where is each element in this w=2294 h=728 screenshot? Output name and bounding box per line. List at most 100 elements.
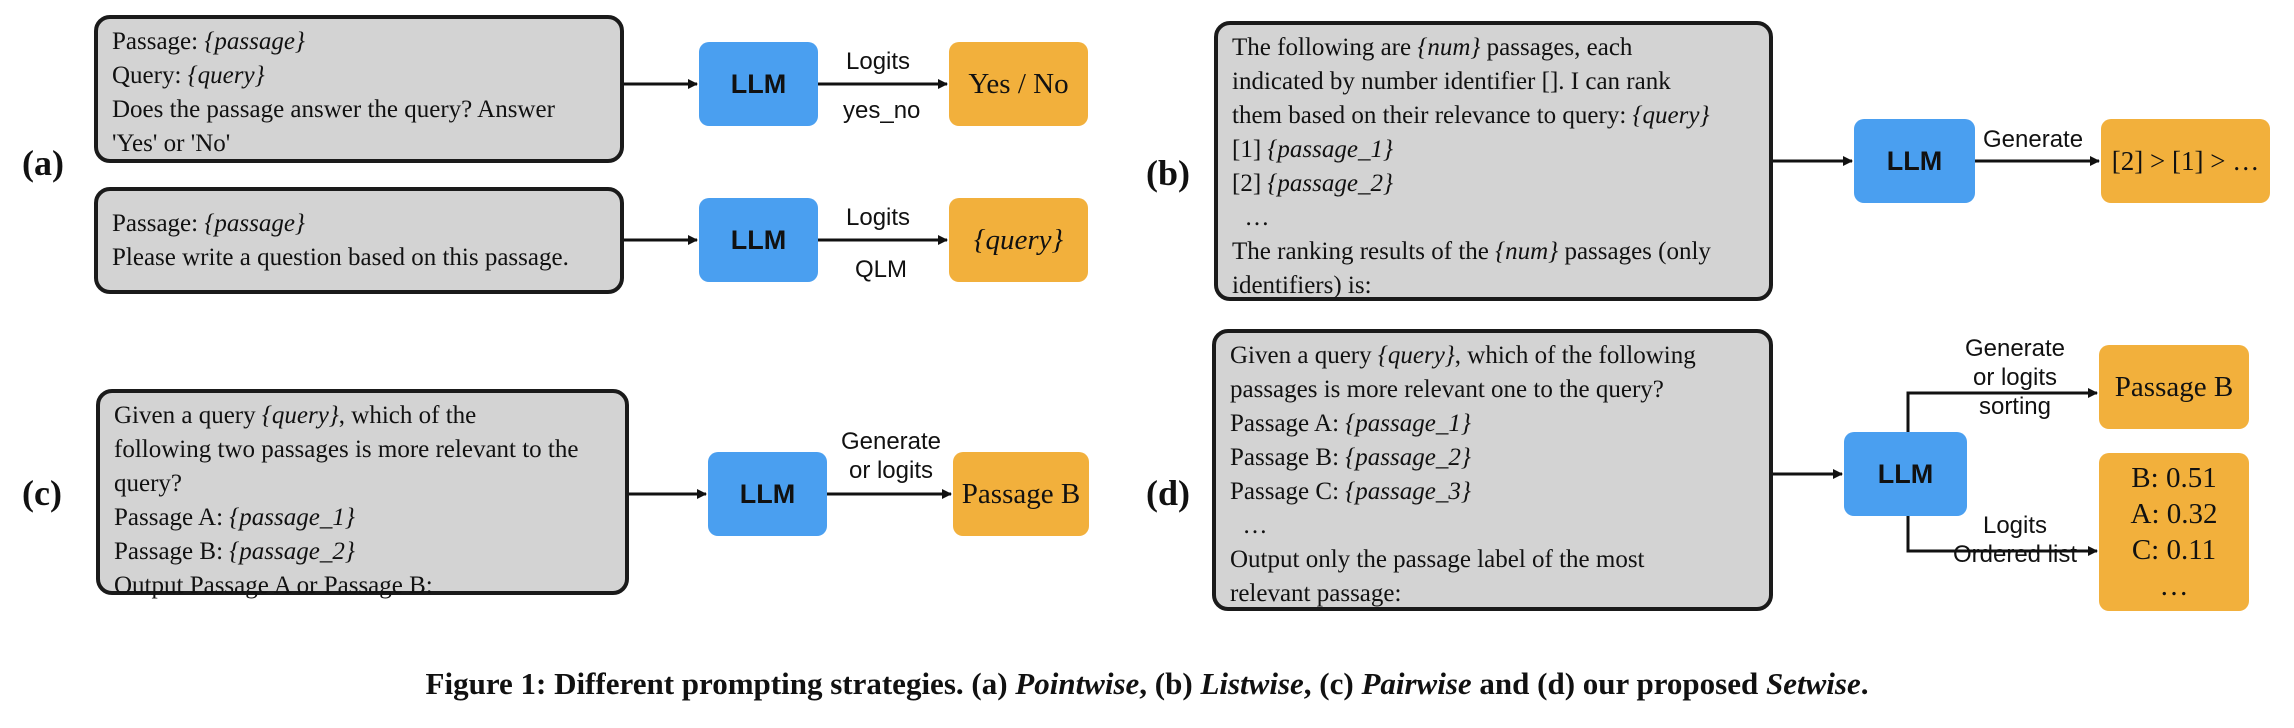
prompt-text: Passage B: xyxy=(1230,444,1346,471)
prompt-text: … xyxy=(1230,512,1268,539)
prompt-line: identifiers) is: xyxy=(1232,269,1755,303)
prompt-text: identifiers) is: xyxy=(1232,272,1372,299)
placeholder-text: {query} xyxy=(261,402,339,429)
prompt-line: Please write a question based on this pa… xyxy=(112,241,606,275)
prompt-line: Passage: {passage} xyxy=(112,207,606,241)
edge-label-d-bottom-line-2: Ordered list xyxy=(1952,541,2078,568)
edge-label-d-branch-top: Generate or logits sorting xyxy=(1945,334,2085,421)
prompt-line: The ranking results of the {num} passage… xyxy=(1232,235,1755,269)
prompt-text: , which of the xyxy=(338,402,477,429)
prompt-line: Passage C: {passage_3} xyxy=(1230,475,1755,509)
output-box-c-passage-b: Passage B xyxy=(953,452,1089,536)
prompt-line: following two passages is more relevant … xyxy=(114,433,611,467)
prompt-text: Please write a question based on this pa… xyxy=(112,244,569,271)
prompt-text: Output Passage A or Passage B: xyxy=(114,572,433,599)
prompt-text: query? xyxy=(114,470,183,497)
output-box-a-query: {query} xyxy=(949,198,1088,282)
panel-label-d: (d) xyxy=(1146,473,1190,513)
edge-label-c-generate-or-logits: Generate or logits xyxy=(836,427,946,485)
caption-text: . xyxy=(1860,666,1869,701)
placeholder-text: {query} xyxy=(1377,342,1455,369)
panel-label-a: (a) xyxy=(22,143,64,183)
prompt-text: them based on their relevance to query: xyxy=(1232,102,1633,129)
prompt-text: Passage: xyxy=(112,210,205,237)
prompt-line: indicated by number identifier []. I can… xyxy=(1232,65,1755,99)
prompt-line: [1] {passage_1} xyxy=(1232,133,1755,167)
output-box-a-yes-no: Yes / No xyxy=(949,42,1088,126)
prompt-line: relevant passage: xyxy=(1230,577,1755,611)
placeholder-text: {num} xyxy=(1417,34,1481,61)
caption-text: Setwise xyxy=(1765,666,1861,701)
prompt-text: Passage B: xyxy=(114,538,230,565)
placeholder-text: {num} xyxy=(1495,238,1559,265)
output-box-d-ordered-list: B: 0.51 A: 0.32 C: 0.11 … xyxy=(2099,453,2249,611)
placeholder-text: {passage_2} xyxy=(229,538,355,565)
prompt-line: Passage B: {passage_2} xyxy=(1230,441,1755,475)
prompt-line: … xyxy=(1230,509,1755,543)
prompt-text: Given a query xyxy=(1230,342,1378,369)
placeholder-text: {passage} xyxy=(204,210,305,237)
prompt-line: Passage B: {passage_2} xyxy=(114,535,611,569)
prompt-line: Passage A: {passage_1} xyxy=(114,501,611,535)
llm-box-c: LLM xyxy=(708,452,827,536)
ordered-list-item-1: B: 0.51 xyxy=(2131,462,2217,494)
edge-label-d-branch-bottom: Logits Ordered list xyxy=(1945,511,2085,569)
prompt-text: Passage C: xyxy=(1230,478,1346,505)
edge-label-b-generate: Generate xyxy=(1983,126,2084,153)
caption-text: , (c) xyxy=(1303,666,1362,701)
placeholder-text: {query} xyxy=(187,62,265,89)
prompt-text: Passage: xyxy=(112,28,205,55)
prompt-line: them based on their relevance to query: … xyxy=(1232,99,1755,133)
ordered-list-item-2: A: 0.32 xyxy=(2130,498,2218,530)
prompt-text: The ranking results of the xyxy=(1232,238,1496,265)
prompt-text: [2] xyxy=(1232,170,1268,197)
placeholder-text: {passage} xyxy=(204,28,305,55)
prompt-line: The following are {num} passages, each xyxy=(1232,31,1755,65)
caption-text: , (b) xyxy=(1139,666,1201,701)
edge-label-d-top-line-2: or logits xyxy=(1972,364,2058,391)
llm-box-a-top: LLM xyxy=(699,42,818,126)
figure-caption: Figure 1: Different prompting strategies… xyxy=(0,666,2294,702)
edge-label-d-top-line-1: Generate xyxy=(1964,335,2066,362)
prompt-text: passages (only xyxy=(1558,238,1711,265)
panel-label-b: (b) xyxy=(1146,153,1190,193)
prompt-box-a-pointwise: Passage: {passage} Query: {query} Does the… xyxy=(94,15,624,163)
llm-box-b: LLM xyxy=(1854,119,1975,203)
arrow-d-branch-top xyxy=(1906,388,2098,432)
prompt-box-b-listwise: The following are {num} passages, each in… xyxy=(1214,21,1773,301)
llm-box-a-bottom: LLM xyxy=(699,198,818,282)
prompt-text: 'Yes' or 'No' xyxy=(112,130,231,157)
prompt-text: Passage A: xyxy=(1230,410,1346,437)
prompt-box-d-setwise: Given a query {query}, which of the foll… xyxy=(1212,329,1773,611)
placeholder-text: {passage_1} xyxy=(229,504,355,531)
caption-text: Pairwise xyxy=(1361,666,1472,701)
prompt-text: Output only the passage label of the mos… xyxy=(1230,546,1645,573)
prompt-line: Given a query {query}, which of the foll… xyxy=(1230,339,1755,373)
edge-label-d-bottom-line-1: Logits xyxy=(1982,512,2048,539)
edge-label-a-logits-bottom: Logits xyxy=(846,204,911,231)
edge-label-d-top-line-3: sorting xyxy=(1978,393,2052,420)
prompt-text: Does the passage answer the query? Answe… xyxy=(112,96,555,123)
prompt-text: passages, each xyxy=(1480,34,1633,61)
output-box-b-ranking: [2] > [1] > … xyxy=(2101,119,2270,203)
prompt-line: Query: {query} xyxy=(112,59,606,93)
caption-text: and (d) our proposed xyxy=(1471,666,1766,701)
edge-label-c-line-2: or logits xyxy=(848,457,934,484)
prompt-text: relevant passage: xyxy=(1230,580,1402,607)
edge-label-a-qlm: QLM xyxy=(855,256,908,283)
prompt-text: [1] xyxy=(1232,136,1268,163)
prompt-line: Output only the passage label of the mos… xyxy=(1230,543,1755,577)
prompt-text: Passage A: xyxy=(114,504,230,531)
prompt-text: Given a query xyxy=(114,402,262,429)
prompt-line: … xyxy=(1232,201,1755,235)
ordered-list-item-4: … xyxy=(2159,570,2189,602)
placeholder-text: {query} xyxy=(1632,102,1710,129)
prompt-text: passages is more relevant one to the que… xyxy=(1230,376,1664,403)
prompt-line: query? xyxy=(114,467,611,501)
panel-label-c: (c) xyxy=(22,473,62,513)
prompt-box-c-pairwise: Given a query {query}, which of the follo… xyxy=(96,389,629,599)
edge-label-a-logits-top: Logits xyxy=(846,48,911,75)
prompt-text: indicated by number identifier []. I can… xyxy=(1232,68,1671,95)
placeholder-text: {passage_2} xyxy=(1267,170,1393,197)
